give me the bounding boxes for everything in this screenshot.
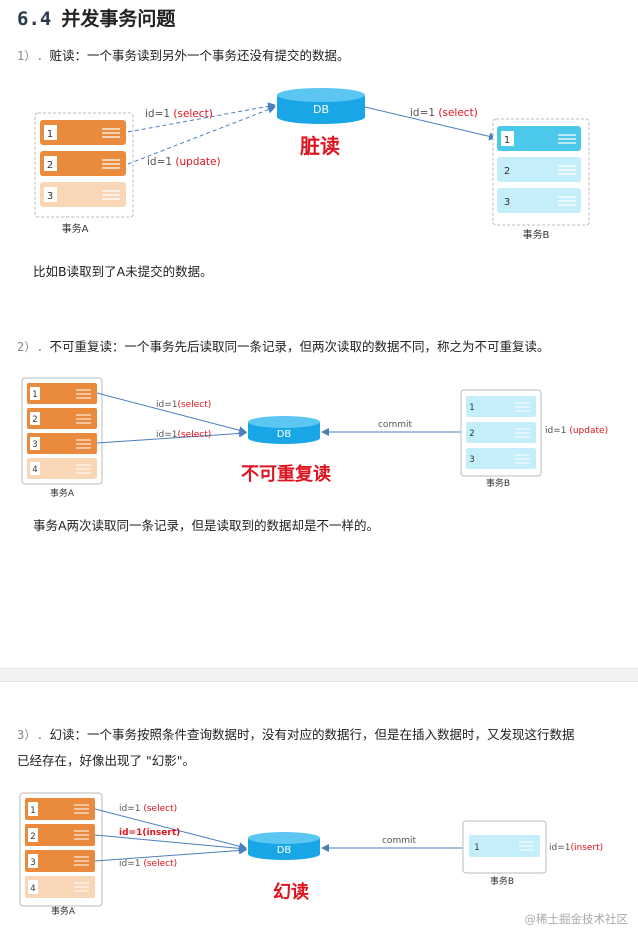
transaction-a-label: 事务A [62, 222, 89, 235]
paragraph-dirty-read: 1）. 赃读：一个事务读到另外一个事务还没有提交的数据。 [17, 45, 349, 64]
arrow-select-2 [94, 846, 247, 862]
dirty-read-diagram: 1 2 3 事务A DB 脏读 id=1 (select) id=1 (upda… [34, 88, 590, 241]
db-cylinder: DB [277, 88, 365, 124]
dirty-read-note: 比如B读取到了A未提交的数据。 [33, 264, 213, 279]
row-number: 1 [474, 843, 479, 853]
arrow-update-a [127, 105, 276, 165]
row-number: 2 [32, 415, 37, 425]
table-row: 4 [25, 876, 95, 898]
section-divider [0, 668, 638, 682]
table-row: 4 [27, 458, 97, 479]
table-row: 2 [466, 422, 536, 443]
row-number: 1 [504, 135, 510, 146]
db-cylinder: DB [248, 832, 320, 860]
commit-label: commit [378, 420, 412, 430]
row-number: 4 [32, 465, 37, 475]
paragraph-text: 幻读：一个事务按照条件查询数据时，没有对应的数据行，但是在插入数据时，又发现这行… [49, 727, 575, 742]
table-row: 1 [469, 835, 540, 857]
row-number: 3 [30, 858, 35, 868]
row-number: 2 [504, 166, 510, 177]
row-number: 3 [47, 191, 53, 202]
row-number: 1 [469, 403, 474, 413]
phantom-read-diagram: 1 2 3 4 事务A id=1 (select) id=1(insert) i… [19, 792, 603, 917]
table-row: 2 [40, 151, 126, 176]
transaction-a-label: 事务A [51, 905, 76, 917]
row-number: 3 [504, 197, 510, 208]
table-row: 2 [27, 408, 97, 429]
table-row: 1 [40, 120, 126, 145]
paragraph-number: 2）. [17, 340, 44, 354]
transaction-b-label: 事务B [486, 477, 510, 489]
watermark: @稀土掘金技术社区 [524, 912, 629, 926]
row-number: 1 [30, 806, 35, 816]
transaction-a-box [21, 377, 103, 485]
paragraph-phantom-read-cont: 已经存在，好像出现了 "幻影"。 [17, 753, 195, 768]
row-number: 2 [30, 832, 35, 842]
table-row: 1 [497, 126, 581, 151]
row-number: 2 [47, 160, 53, 171]
arrow-select-b [364, 106, 497, 141]
nonrepeatable-read-diagram: 1 2 3 4 事务A id=1(select) id=1(select) DB… [21, 377, 608, 499]
paragraph-number: 3）. [17, 728, 44, 742]
arrow-insert [94, 834, 247, 853]
arrow-label: id=1 (select) [145, 108, 213, 120]
arrow-label: id=1(select) [156, 430, 211, 440]
arrow-select-2 [96, 429, 247, 444]
table-row: 3 [466, 448, 536, 469]
paragraph-number: 1）. [17, 49, 44, 63]
table-row: 3 [25, 850, 95, 872]
db-label: DB [313, 103, 329, 116]
row-number: 1 [32, 390, 37, 400]
paragraph-text: 不可重复读：一个事务先后读取同一条记录，但两次读取的数据不同，称之为不可重复读。 [49, 339, 550, 354]
arrow-label: id=1 (update) [147, 156, 221, 168]
table-row: 1 [27, 383, 97, 404]
paragraph-text: 赃读：一个事务读到另外一个事务还没有提交的数据。 [49, 48, 350, 63]
db-label: DB [277, 845, 292, 856]
diagram-caption: 不可重复读 [241, 463, 331, 485]
arrow-select-a [127, 102, 276, 133]
arrow-label: id=1 (select) [119, 804, 177, 814]
row-number: 4 [30, 884, 35, 894]
transaction-b-label: 事务B [523, 228, 550, 241]
paragraph-nonrepeatable-read: 2）. 不可重复读：一个事务先后读取同一条记录，但两次读取的数据不同，称之为不可重… [17, 336, 549, 355]
diagram-caption: 幻读 [273, 881, 309, 903]
insert-label: id=1(insert) [549, 843, 603, 853]
table-row: 3 [497, 188, 581, 213]
row-number: 1 [47, 129, 53, 140]
transaction-b-label: 事务B [490, 875, 514, 887]
section-heading: 6.4 并发事务问题 [17, 4, 175, 31]
arrow-select-1 [96, 392, 247, 435]
diagram-caption: 脏读 [300, 134, 340, 158]
table-row: 3 [27, 433, 97, 454]
arrow-label: id=1 (select) [119, 859, 177, 869]
arrow-label: id=1 (select) [410, 107, 478, 119]
row-number: 2 [469, 429, 474, 439]
table-row: 2 [25, 824, 95, 846]
row-number: 3 [32, 440, 37, 450]
heading-title: 并发事务问题 [61, 8, 176, 30]
arrow-select-1 [94, 808, 247, 851]
db-cylinder: DB [248, 416, 320, 444]
heading-number: 6.4 [17, 8, 52, 30]
table-row: 3 [40, 182, 126, 207]
arrow-label: id=1(select) [156, 400, 211, 410]
nonrepeatable-read-note: 事务A两次读取同一条记录，但是读取到的数据却是不一样的。 [33, 518, 380, 533]
table-row: 2 [497, 157, 581, 182]
transaction-a-label: 事务A [50, 487, 75, 499]
commit-label: commit [382, 836, 416, 846]
db-label: DB [277, 429, 292, 440]
table-row: 1 [466, 396, 536, 417]
arrow-label: id=1(insert) [119, 828, 180, 838]
update-label: id=1 (update) [545, 426, 608, 436]
table-row: 1 [25, 798, 95, 820]
row-number: 3 [469, 455, 474, 465]
paragraph-phantom-read: 3）. 幻读：一个事务按照条件查询数据时，没有对应的数据行，但是在插入数据时，又发… [17, 724, 574, 743]
